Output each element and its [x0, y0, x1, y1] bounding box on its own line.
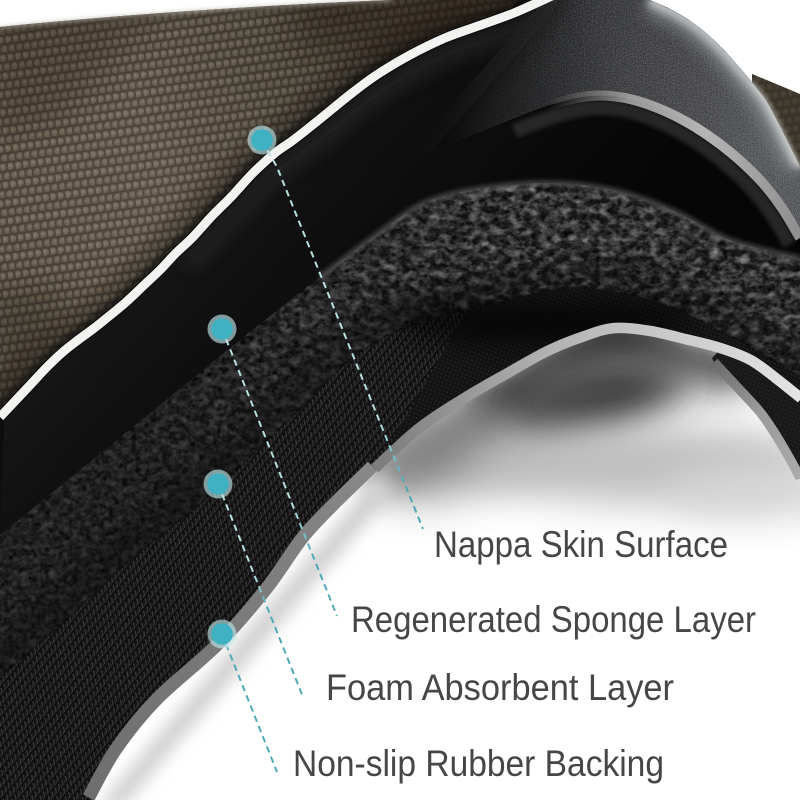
svg-text:Foam Absorbent Layer: Foam Absorbent Layer [326, 667, 674, 708]
svg-text:Regenerated Sponge Layer: Regenerated Sponge Layer [351, 599, 756, 640]
svg-text:Non-slip Rubber Backing: Non-slip Rubber Backing [293, 743, 664, 784]
svg-text:Nappa Skin Surface: Nappa Skin Surface [434, 524, 728, 565]
